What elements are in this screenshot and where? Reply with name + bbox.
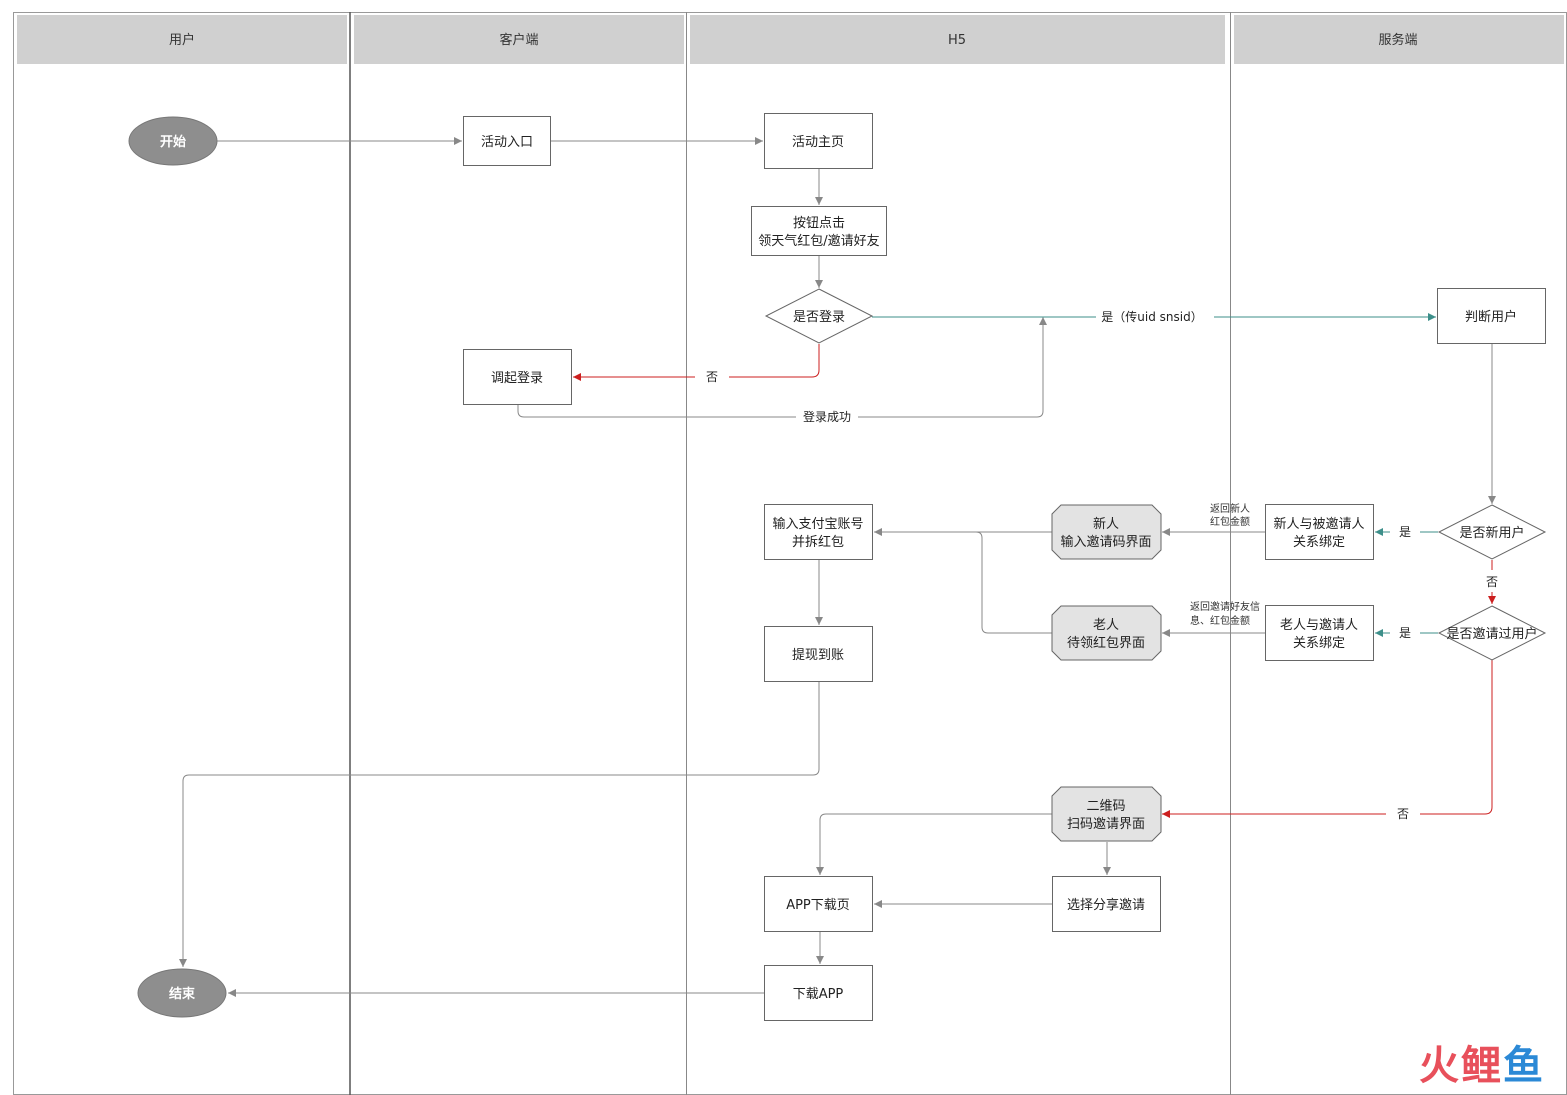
node-old-bind-line2: 关系绑定 [1293,636,1345,651]
node-start-label: 开始 [160,134,186,150]
watermark-char-3: 鱼 [1503,1043,1545,1089]
node-old-bind: 老人与邀请人 关系绑定 [1265,605,1374,661]
swimlanes: 用户 客户端 H5 服务端 [13,12,1567,1095]
edge-login-success [517,405,796,418]
node-start: 开始 [128,116,218,166]
node-new-bind: 新人与被邀请人 关系绑定 [1265,504,1374,560]
label-logged-in-yes: 是（传uid snsid） [1101,309,1202,324]
node-judge-user: 判断用户 [1437,288,1546,344]
node-invoke-login-label: 调起登录 [491,371,543,386]
note-return-new-2: 红包金额 [1210,515,1250,528]
node-activity-home: 活动主页 [764,113,873,169]
node-end-label: 结束 [169,986,196,1002]
node-old-pending-screen: 老人 待领红包界面 [1051,605,1162,661]
watermark-logo: 火鲤鱼 [1419,1033,1545,1091]
connectors [179,137,1496,997]
node-new-invite-line2: 输入邀请码界面 [1060,534,1151,550]
label-not-logged-in: 否 [706,370,718,384]
lane-title-server: 服务端 [1378,32,1417,48]
node-new-invite-screen: 新人 输入邀请码界面 [1051,504,1162,560]
edge-not-logged-in [729,344,820,378]
node-is-new-user-label: 是否新用户 [1459,525,1524,541]
watermark-char-1: 火 [1419,1043,1461,1089]
label-invited-no: 否 [1397,807,1409,821]
node-is-logged-in: 是否登录 [764,288,874,344]
node-old-pending-line1: 老人 [1093,618,1119,633]
note-return-new-1: 返回新人 [1210,502,1250,515]
node-is-invited: 是否邀请过用户 [1437,605,1547,661]
node-qr-screen: 二维码 扫码邀请界面 [1051,786,1162,842]
lane-header-server [1234,15,1564,64]
lane-header-h5 [690,15,1225,64]
nodes: 开始 活动入口 活动主页 按钮点击 领天气红包/邀请好友 是否登录 调起登录 [128,113,1547,1021]
node-is-new-user: 是否新用户 [1437,504,1547,560]
node-new-invite-line1: 新人 [1093,516,1119,532]
node-is-invited-label: 是否邀请过用户 [1446,626,1537,642]
edge-old-screen-to-alipay [975,531,1052,634]
edge-withdraw-to-end [179,682,820,967]
lane-title-client: 客户端 [499,32,538,48]
node-input-alipay-line2: 并拆红包 [792,534,844,550]
node-old-bind-line1: 老人与邀请人 [1280,618,1358,633]
lane-header-user [17,15,347,64]
node-withdraw: 提现到账 [764,626,873,682]
node-qr-line2: 扫码邀请界面 [1067,817,1145,832]
node-select-share: 选择分享邀请 [1052,876,1161,932]
node-download-app-label: 下载APP [793,987,844,1002]
node-qr-line1: 二维码 [1086,799,1125,814]
node-activity-entry: 活动入口 [463,116,551,166]
edge-login-success-2 [858,317,1047,418]
edge-invited-no [1420,660,1493,815]
node-old-pending-line2: 待领红包界面 [1067,635,1145,651]
lane-header-client [354,15,684,64]
label-invited-yes: 是 [1399,626,1411,640]
node-activity-home-label: 活动主页 [792,135,844,150]
node-input-alipay: 输入支付宝账号 并拆红包 [764,504,873,560]
node-end: 结束 [137,968,227,1018]
node-withdraw-label: 提现到账 [792,647,844,663]
note-return-invite-2: 息、红包金额 [1190,614,1250,627]
node-input-alipay-line1: 输入支付宝账号 [772,516,863,532]
edge-labels: 否 是（传uid snsid） 登录成功 是 否 是 否 返回新人 红包金额 返… [706,309,1498,821]
node-is-logged-in-label: 是否登录 [793,310,845,325]
node-app-download-page: APP下载页 [764,876,873,932]
label-login-success: 登录成功 [803,409,851,424]
lane-title-h5: H5 [948,33,966,48]
watermark-char-2: 鲤 [1461,1043,1503,1089]
node-judge-user-label: 判断用户 [1465,309,1517,325]
node-select-share-label: 选择分享邀请 [1067,897,1145,913]
node-activity-entry-label: 活动入口 [481,135,533,150]
note-return-invite-1: 返回邀请好友信 [1190,600,1260,613]
lane-title-user: 用户 [169,32,195,48]
node-new-bind-line2: 关系绑定 [1293,535,1345,550]
node-button-click: 按钮点击 领天气红包/邀请好友 [751,206,887,256]
label-new-user-no: 否 [1486,575,1498,589]
node-download-app: 下载APP [764,965,873,1021]
node-invoke-login: 调起登录 [463,349,572,405]
node-button-click-line2: 领天气红包/邀请好友 [758,233,879,249]
label-new-user-yes: 是 [1399,525,1411,539]
node-new-bind-line1: 新人与被邀请人 [1273,516,1364,532]
node-app-download-page-label: APP下载页 [786,898,850,913]
edge-qr-to-app-page [816,813,1052,875]
node-button-click-line1: 按钮点击 [793,216,845,231]
